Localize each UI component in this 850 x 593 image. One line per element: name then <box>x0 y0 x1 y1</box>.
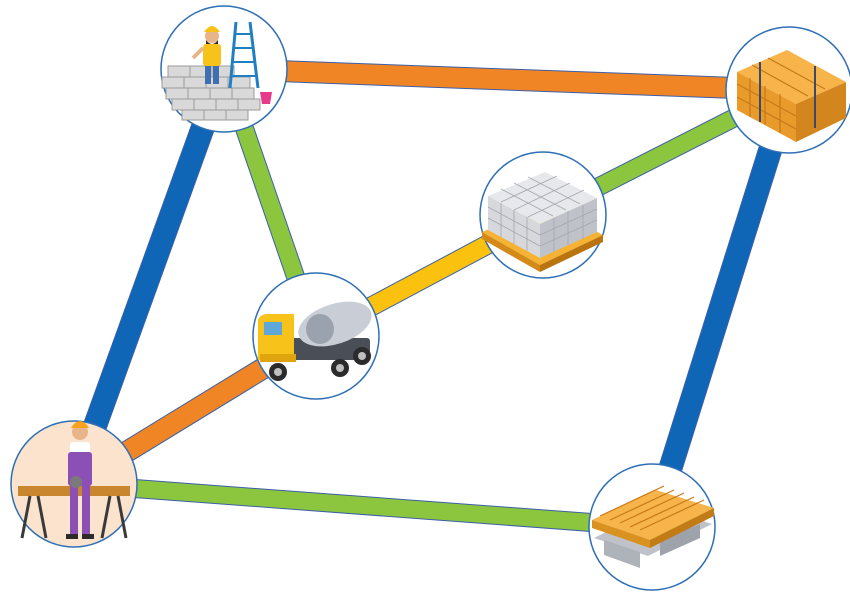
edge-line <box>63 65 235 488</box>
node-blocks <box>479 151 607 279</box>
wooden-floor-frame-icon <box>592 485 714 568</box>
edge-line <box>641 86 800 531</box>
edge-bricklayer-carpenter <box>62 64 236 489</box>
node-floor <box>588 463 716 591</box>
edge-carpenter-floor <box>73 474 653 537</box>
bricklayer-icon <box>161 21 272 121</box>
edge-bricklayer-lumber <box>223 58 790 101</box>
lumber-stack-icon <box>736 50 846 142</box>
edge-line <box>223 59 790 100</box>
edge-lumber-floor <box>640 86 801 531</box>
node-carpenter <box>10 420 138 548</box>
edge-line <box>73 475 653 536</box>
node-mixer <box>252 272 380 400</box>
carpenter-icon <box>18 421 130 539</box>
edges-layer <box>62 58 801 537</box>
cement-mixer-truck-icon <box>258 301 372 381</box>
concrete-blocks-pallet-icon <box>482 172 603 272</box>
node-lumber <box>725 26 850 154</box>
node-bricklayer <box>160 5 288 133</box>
